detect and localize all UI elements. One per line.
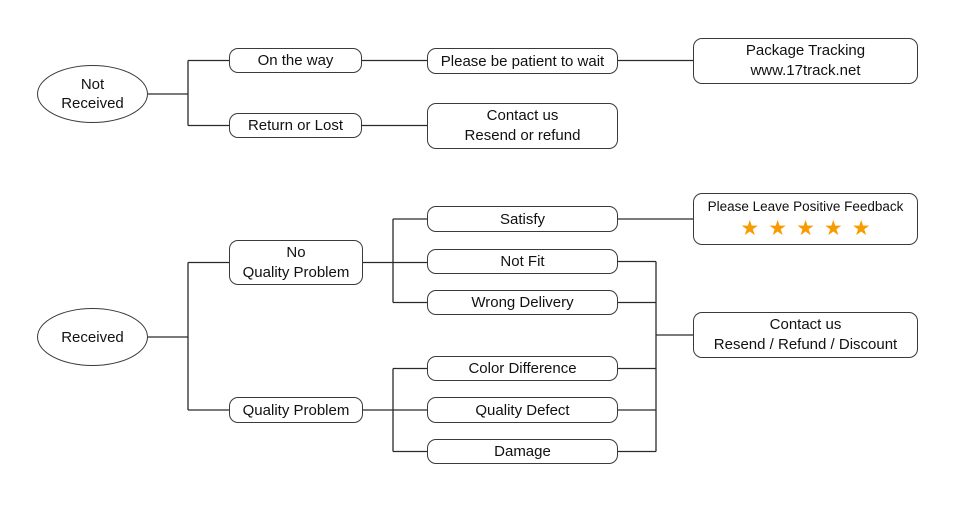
positive-feedback-title: Please Leave Positive Feedback xyxy=(707,199,904,214)
node-no-quality-problem: No Quality Problem xyxy=(229,240,363,285)
connector-right-merge xyxy=(618,260,693,453)
node-positive-feedback: Please Leave Positive Feedback ★★★★★ xyxy=(693,193,918,245)
connector-quality-branch xyxy=(363,367,427,453)
contact-full-line2: Resend / Refund / Discount xyxy=(713,336,898,353)
ellipse-received-label: Received xyxy=(61,328,124,346)
no-quality-problem-line1: No xyxy=(286,243,306,261)
contact-full-line1: Contact us xyxy=(769,316,842,333)
connector-not-received-flow xyxy=(148,59,693,127)
node-quality-defect: Quality Defect xyxy=(427,397,618,423)
five-star-rating-icon: ★★★★★ xyxy=(740,216,880,240)
ellipse-received: Received xyxy=(37,308,148,366)
node-not-fit: Not Fit xyxy=(427,249,618,274)
contact-resend-refund-line1: Contact us xyxy=(486,107,559,124)
contact-resend-refund-line2: Resend or refund xyxy=(464,127,581,144)
node-please-wait: Please be patient to wait xyxy=(427,48,618,74)
package-tracking-url: www.17track.net xyxy=(750,62,861,79)
no-quality-problem-line2: Quality Problem xyxy=(242,263,350,281)
node-damage: Damage xyxy=(427,439,618,464)
node-satisfy: Satisfy xyxy=(427,206,618,232)
node-on-the-way: On the way xyxy=(229,48,362,73)
package-tracking-title: Package Tracking xyxy=(745,42,866,59)
node-return-or-lost: Return or Lost xyxy=(229,113,362,138)
ellipse-not-received: Not Received xyxy=(37,65,148,123)
node-color-difference: Color Difference xyxy=(427,356,618,381)
node-wrong-delivery: Wrong Delivery xyxy=(427,290,618,315)
ellipse-not-received-line1: Not xyxy=(80,76,105,93)
node-quality-problem: Quality Problem xyxy=(229,397,363,423)
connector-no-quality-branch xyxy=(363,218,427,304)
node-contact-resend-refund: Contact us Resend or refund xyxy=(427,103,618,149)
ellipse-not-received-line2: Received xyxy=(61,95,124,112)
node-contact-resend-refund-discount: Contact us Resend / Refund / Discount xyxy=(693,312,918,358)
connector-received-branch xyxy=(148,261,229,411)
node-package-tracking: Package Tracking www.17track.net xyxy=(693,38,918,84)
